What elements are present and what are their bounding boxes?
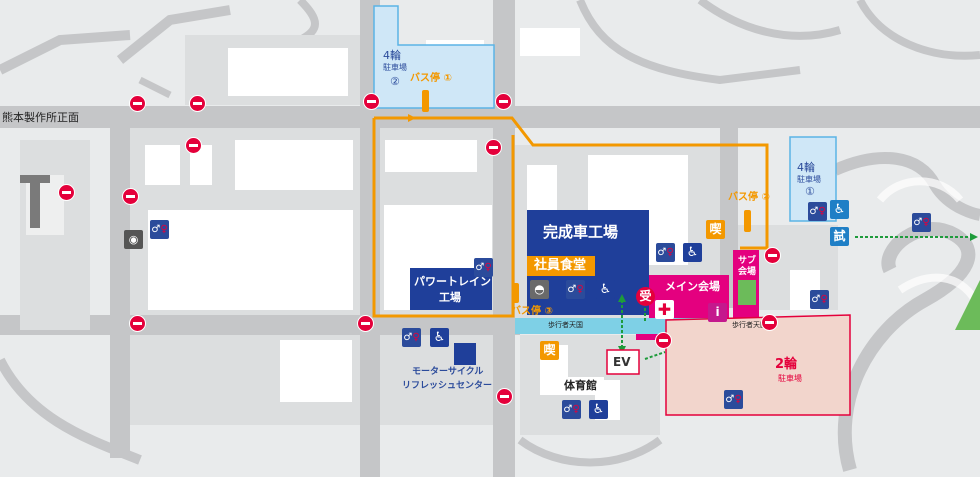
bus-stop-2-label: バス停 ② <box>728 192 770 203</box>
bus-stop-3-icon <box>512 283 519 303</box>
finished-car-factory-label: 完成車工場 <box>543 223 619 241</box>
wheelchair-icon: ♿ <box>683 243 702 262</box>
no-entry-icon <box>762 315 777 330</box>
restroom-icon: ♂♀ <box>810 290 829 309</box>
employee-cafeteria-label: 社員食堂 <box>534 258 587 273</box>
no-entry-icon <box>59 185 74 200</box>
walkway-right-label: 歩行者天国 <box>732 321 767 329</box>
restroom-icon: ♂♀ <box>656 243 675 262</box>
parking4-right-sublabel: 駐車場 <box>797 175 821 184</box>
first-aid-icon: ✚ <box>655 300 674 319</box>
parking4-right-number: ① <box>805 185 815 198</box>
parking2-sublabel: 駐車場 <box>778 374 802 383</box>
restroom-icon: ♂♀ <box>150 220 169 239</box>
bus-stop-1-icon <box>422 90 429 112</box>
no-entry-icon <box>497 389 512 404</box>
camera-icon: ◉ <box>124 230 143 249</box>
bus-stop-3-label: バス停 ③ <box>511 306 553 317</box>
gymnasium-label: 体育館 <box>564 379 597 392</box>
parking4-top-sublabel: 駐車場 <box>383 63 407 72</box>
motorcycle-refresh-label-2: リフレッシュセンター <box>402 381 493 391</box>
gymnasium-box <box>562 377 604 395</box>
no-entry-icon <box>358 316 373 331</box>
info-icon: i <box>708 303 727 322</box>
wheelchair-icon: ♿ <box>596 280 615 299</box>
employee-cafeteria-box <box>527 256 595 276</box>
restroom-icon: ♂♀ <box>474 258 493 277</box>
no-entry-icon <box>765 248 780 263</box>
parking2-label: 2輪 <box>775 357 798 372</box>
main-venue-label: メイン会場 <box>665 280 720 293</box>
restroom-icon: ♂♀ <box>912 213 931 232</box>
parking4-top-number: ② <box>390 75 400 88</box>
no-entry-icon <box>364 94 379 109</box>
reception-icon: 受 <box>636 287 655 306</box>
no-entry-icon <box>656 333 671 348</box>
sub-venue-label-1: サブ <box>738 256 757 266</box>
powertrain-factory-label-1: パワートレイン <box>414 275 491 288</box>
restroom-icon: ♂♀ <box>402 328 421 347</box>
motorcycle-refresh-label-1: モーターサイクル <box>412 367 484 377</box>
ev-label: EV <box>613 355 631 369</box>
test-ride-icon: 試 <box>830 227 849 246</box>
no-entry-icon <box>123 189 138 204</box>
wheelchair-icon: ♿ <box>430 328 449 347</box>
restroom-icon: ♂♀ <box>566 280 585 299</box>
powertrain-factory-label-2: 工場 <box>439 291 461 304</box>
restroom-icon: ♂♀ <box>562 400 581 419</box>
wheelchair-icon: ♿ <box>589 400 608 419</box>
parking4-top-label: 4輪 <box>383 49 401 62</box>
bus-stop-1-label: バス停 ① <box>410 73 452 84</box>
wheelchair-icon: ♿ <box>830 200 849 219</box>
bus-stop-2-icon <box>744 210 751 232</box>
no-entry-icon <box>186 138 201 153</box>
no-entry-icon <box>486 140 501 155</box>
smoking-area-1-icon: 喫 <box>706 220 725 239</box>
walkway-left-label: 歩行者天国 <box>548 321 583 329</box>
restroom-icon: ♂♀ <box>724 390 743 409</box>
restroom-icon: ♂♀ <box>808 202 827 221</box>
cafeteria-bowl-icon: ◓ <box>530 280 549 299</box>
main-gate-label: 熊本製作所正面 <box>2 111 79 124</box>
smoking-area-2-icon: 喫 <box>540 341 559 360</box>
no-entry-icon <box>496 94 511 109</box>
no-entry-icon <box>130 316 145 331</box>
sub-venue-label-2: 会場 <box>738 267 757 277</box>
no-entry-icon <box>130 96 145 111</box>
parking4-right-label: 4輪 <box>797 161 815 174</box>
no-entry-icon <box>190 96 205 111</box>
